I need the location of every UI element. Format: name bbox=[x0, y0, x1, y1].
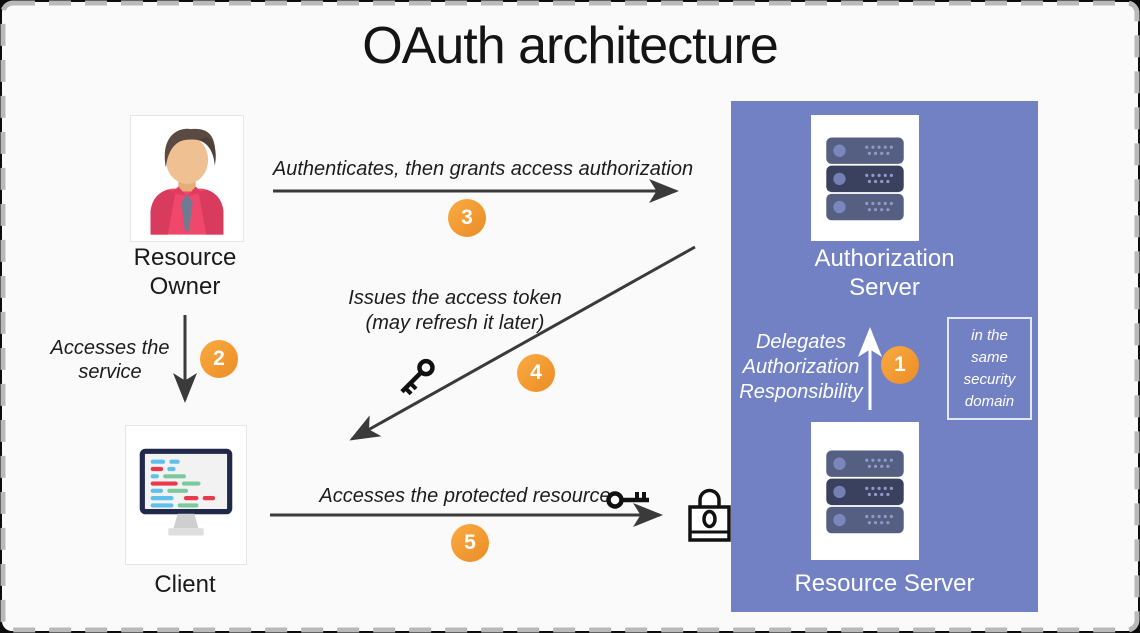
security-domain-note-box: in the same security domain bbox=[947, 317, 1032, 420]
security-domain-line1: in the bbox=[971, 326, 1008, 344]
flow-label-step1-line3: Responsibility bbox=[739, 381, 863, 403]
resource-server-label: Resource Server bbox=[794, 570, 975, 597]
security-domain-line3: security bbox=[963, 370, 1016, 388]
flow-label-step4-line2: (may refresh it later) bbox=[365, 312, 545, 334]
authorization-server-box bbox=[811, 115, 919, 241]
resource-owner-box bbox=[130, 115, 244, 242]
flow-label-step1-line2: Authorization bbox=[742, 356, 860, 378]
flow-label-step5: Accesses the protected resource bbox=[319, 485, 611, 507]
monitor-code-icon bbox=[139, 448, 233, 536]
flow-label-step4-line1: Issues the access token bbox=[348, 287, 562, 309]
server-icon bbox=[826, 450, 904, 534]
person-icon bbox=[150, 128, 224, 235]
client-box bbox=[125, 425, 247, 565]
authorization-server-label: Authorization Server bbox=[731, 244, 1038, 302]
page-title: OAuth architecture bbox=[362, 17, 779, 75]
step-badge-4: 4 bbox=[517, 354, 555, 392]
resource-server-box bbox=[811, 422, 919, 560]
resource-owner-label-line1: Resource bbox=[133, 244, 237, 271]
flow-label-step2: Accesses the service bbox=[40, 336, 180, 384]
flow-label-step4: Issues the access token (may refresh it … bbox=[330, 286, 580, 336]
server-icon bbox=[826, 137, 904, 221]
resource-owner-label: Resource Owner bbox=[105, 243, 265, 301]
resource-owner-label-line2: Owner bbox=[149, 273, 221, 300]
flow-label-step1-line1: Delegates bbox=[755, 331, 847, 353]
flow-label-step2-line1: Accesses the bbox=[50, 337, 170, 359]
authorization-server-label-line1: Authorization bbox=[814, 245, 955, 272]
security-domain-line4: domain bbox=[964, 392, 1015, 410]
client-label: Client bbox=[154, 571, 216, 598]
step-badge-3: 3 bbox=[448, 199, 486, 237]
security-domain-line2: same bbox=[971, 348, 1008, 366]
lock-icon bbox=[686, 481, 733, 550]
security-domain-note: in the same security domain bbox=[964, 325, 1016, 413]
flow-label-step1: Delegates Authorization Responsibility bbox=[731, 330, 871, 405]
key-icon bbox=[606, 487, 652, 516]
flow-label-step3: Authenticates, then grants access author… bbox=[272, 158, 694, 180]
authorization-server-label-line2: Server bbox=[849, 274, 920, 301]
step-badge-2: 2 bbox=[200, 340, 238, 378]
step-badge-5: 5 bbox=[451, 524, 489, 562]
step-badge-1: 1 bbox=[881, 346, 919, 384]
flow-label-step2-line2: service bbox=[78, 361, 142, 383]
